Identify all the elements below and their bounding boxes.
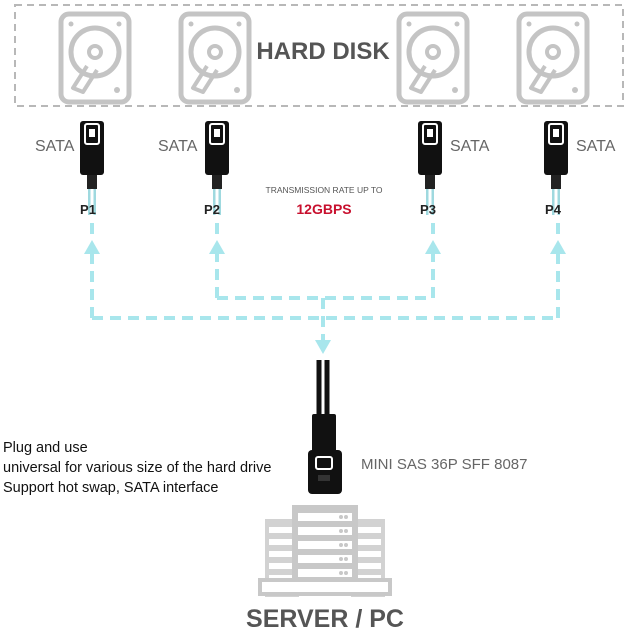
sata-plug-p1 (79, 120, 105, 216)
sata-label-p3: SATA (450, 138, 490, 155)
hard-disk-icon-3 (399, 14, 467, 102)
arrow-up-p2 (209, 240, 225, 254)
mini-sas-cable (316, 360, 330, 416)
port-label-p4: P4 (545, 202, 562, 217)
feature-text-3: Support hot swap, SATA interface (3, 480, 218, 496)
arrow-down-trunk (315, 340, 331, 354)
arrow-up-p1 (84, 240, 100, 254)
sata-plug-p2 (204, 120, 230, 216)
hard-disk-enclosure (14, 4, 624, 107)
hard-disk-icon-1 (61, 14, 129, 102)
sata-label-p2: SATA (158, 138, 198, 155)
arrow-up-p3 (425, 240, 441, 254)
sata-plug-p4 (543, 120, 569, 216)
mini-sas-label: MINI SAS 36P SFF 8087 (361, 456, 527, 473)
flow-lines (90, 218, 560, 344)
server-icon (258, 505, 392, 597)
sata-label-p1: SATA (35, 138, 75, 155)
flow-arrows (84, 240, 566, 354)
port-label-p1: P1 (80, 202, 96, 217)
hard-disk-title: HARD DISK (256, 38, 390, 65)
server-title: SERVER / PC (246, 605, 404, 632)
port-label-p2: P2 (204, 202, 220, 217)
transmission-rate: 12GBPS (296, 201, 351, 217)
sata-label-p4: SATA (576, 138, 616, 155)
sata-plug-p3 (417, 120, 443, 216)
feature-text-1: Plug and use (3, 440, 88, 456)
transmission-caption: TRANSMISSION RATE UP TO (266, 185, 383, 195)
port-label-p3: P3 (420, 202, 436, 217)
feature-text-2: universal for various size of the hard d… (3, 460, 271, 476)
hard-disk-icon-2 (181, 14, 249, 102)
arrow-up-p4 (550, 240, 566, 254)
mini-sas-connector (308, 414, 342, 494)
hard-disk-icon-4 (519, 14, 587, 102)
